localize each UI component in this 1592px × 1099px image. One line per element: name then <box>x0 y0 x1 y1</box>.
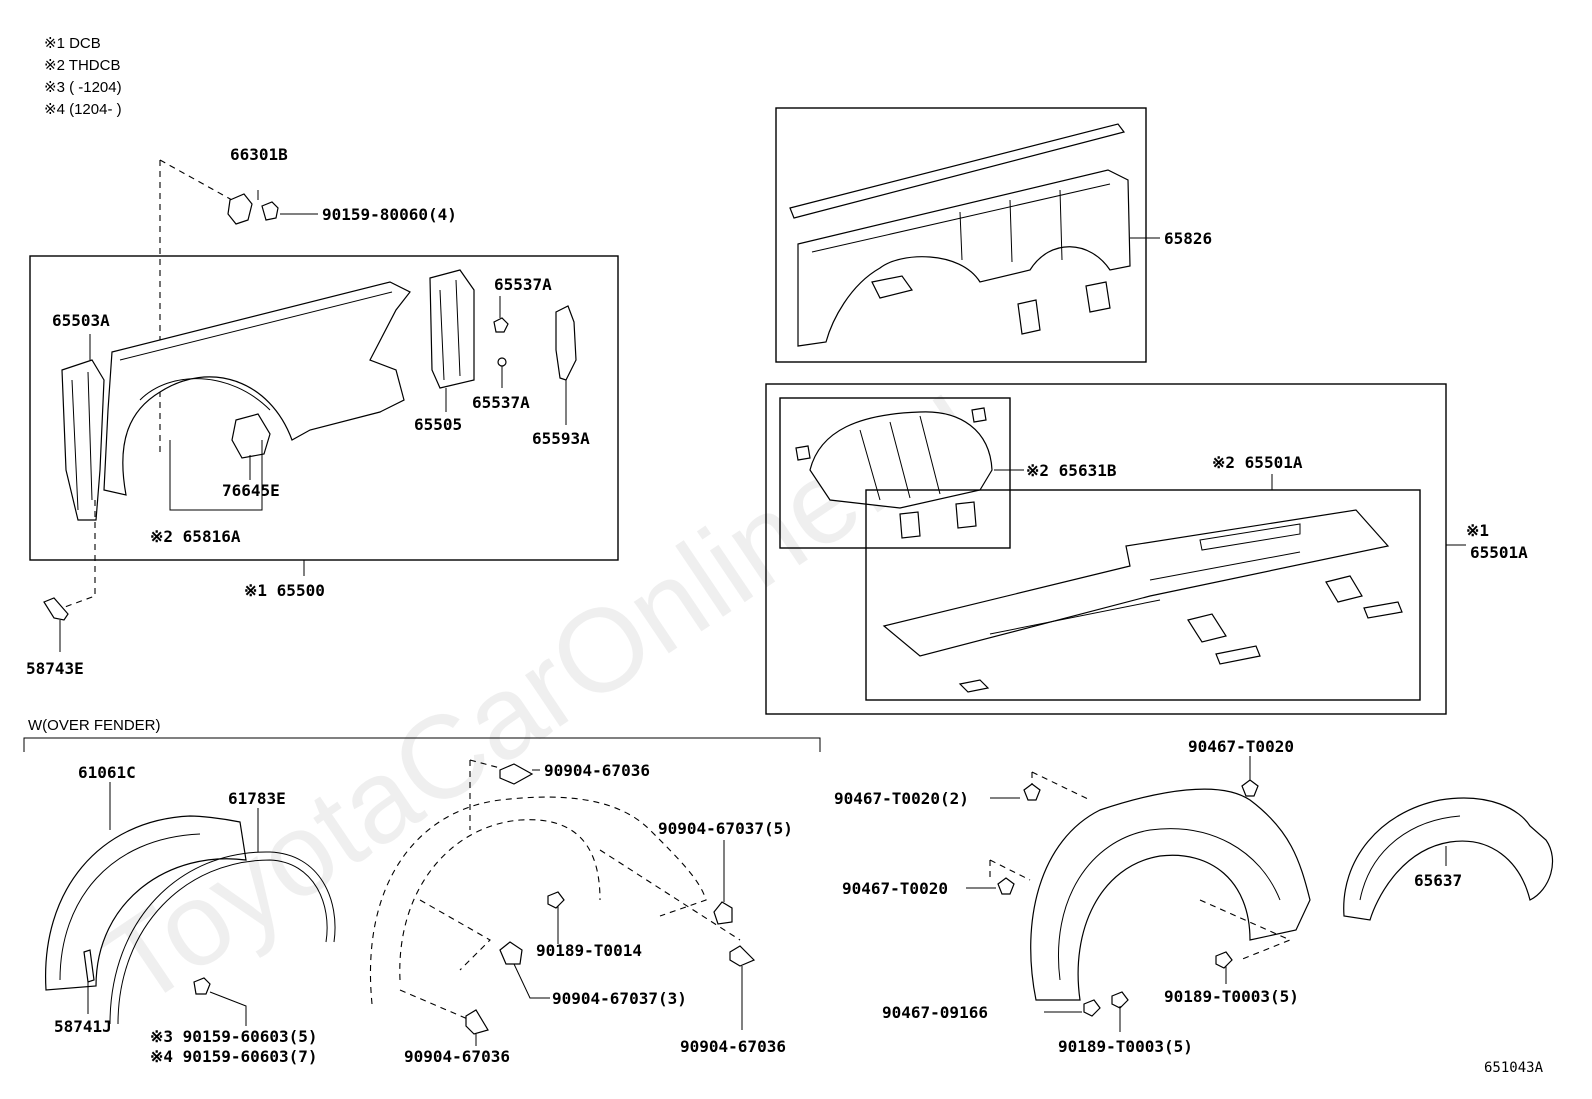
label-90189-T0003-b[interactable]: 90189-T0003(5) <box>1058 1037 1193 1056</box>
clip-90467-T0020-a[interactable] <box>1241 779 1259 797</box>
part-65826[interactable] <box>797 169 1131 347</box>
screw-90189-T0014[interactable] <box>547 891 565 909</box>
diagram-code: 651043A <box>1484 1060 1544 1076</box>
section-bracket <box>23 737 821 752</box>
part-65537A-lower[interactable] <box>497 357 507 367</box>
label-61783E[interactable]: 61783E <box>228 789 286 808</box>
group-65826: 65826 <box>775 107 1212 363</box>
part-61061C[interactable] <box>45 815 247 991</box>
label-65537A-lower[interactable]: 65537A <box>472 393 530 412</box>
label-90904-67037-5[interactable]: 90904-67037(5) <box>658 819 793 838</box>
label-90904-67036-b[interactable]: 90904-67036 <box>404 1047 510 1066</box>
part-58743E[interactable] <box>43 597 69 621</box>
label-76645E[interactable]: 76645E <box>222 481 280 500</box>
legend-notes: ※1 DCB ※2 THDCB ※3 ( -1204) ※4 (1204- ) <box>44 35 122 118</box>
part-65537A-upper[interactable] <box>493 317 509 333</box>
box-65631B <box>779 397 1011 549</box>
group-65501A: ※2 65631B ※2 65501A ※1 65501A <box>765 383 1528 715</box>
label-65816A[interactable]: ※2 65816A <box>150 527 241 546</box>
label-65501A-note[interactable]: ※1 <box>1466 521 1489 540</box>
label-90159-60603-5[interactable]: ※3 90159-60603(5) <box>150 1027 318 1046</box>
label-65505[interactable]: 65505 <box>414 415 462 434</box>
label-90467-T0020-a[interactable]: 90467-T0020 <box>1188 737 1294 756</box>
label-58743E[interactable]: 58743E <box>26 659 84 678</box>
screw-90189-T0003-b[interactable] <box>1111 991 1129 1009</box>
label-61061C[interactable]: 61061C <box>78 763 136 782</box>
part-65501A[interactable] <box>882 509 1390 657</box>
box-65500 <box>29 255 619 561</box>
clip-90904-67036-a[interactable] <box>499 763 534 785</box>
label-58741J[interactable]: 58741J <box>54 1017 112 1036</box>
label-65501A-top[interactable]: ※2 65501A <box>1212 453 1303 472</box>
label-65537A-upper[interactable]: 65537A <box>494 275 552 294</box>
label-65503A[interactable]: 65503A <box>52 311 110 330</box>
clip-90159-60603[interactable] <box>193 977 211 995</box>
group-liner: 90467-T0020(2) 90467-T0020 90467-T0020 9… <box>834 737 1554 1056</box>
clip-90467-T0020-b[interactable] <box>997 877 1015 895</box>
section-title: W(OVER FENDER) <box>28 717 161 734</box>
part-liner[interactable] <box>1030 788 1311 1001</box>
clip-90467-T0020-2[interactable] <box>1023 783 1041 801</box>
part-65505[interactable] <box>429 269 475 389</box>
note-3: ※3 ( -1204) <box>44 79 122 96</box>
label-90467-T0020-2[interactable]: 90467-T0020(2) <box>834 789 969 808</box>
clip-90904-67037-3[interactable] <box>499 941 523 965</box>
label-90904-67036-c[interactable]: 90904-67036 <box>680 1037 786 1056</box>
label-65500[interactable]: ※1 65500 <box>244 581 325 600</box>
note-4: ※4 (1204- ) <box>44 101 122 118</box>
label-65631B[interactable]: ※2 65631B <box>1026 461 1117 480</box>
part-58741J[interactable] <box>83 949 95 983</box>
box-65501A-inner <box>865 489 1421 701</box>
group-65500: 66301B 90159-80060(4) 65503A 76645E ※2 6… <box>26 145 619 678</box>
screw-90467-09166[interactable] <box>1083 999 1101 1017</box>
label-90467-T0020-b[interactable]: 90467-T0020 <box>842 879 948 898</box>
rail-65826[interactable] <box>789 123 1126 219</box>
part-65593A[interactable] <box>555 305 577 381</box>
label-65826[interactable]: 65826 <box>1164 229 1212 248</box>
label-90189-T0003-a[interactable]: 90189-T0003(5) <box>1164 987 1299 1006</box>
box-65501A-outer <box>765 383 1447 715</box>
clip-90904-67036-b[interactable] <box>465 1009 489 1035</box>
clip-90904-67036-c[interactable] <box>729 945 756 967</box>
label-66301B[interactable]: 66301B <box>230 145 288 164</box>
bracket-66301B[interactable] <box>227 193 253 225</box>
label-90159-80060[interactable]: 90159-80060(4) <box>322 205 457 224</box>
fender-dashed-outline <box>370 796 707 1005</box>
note-1: ※1 DCB <box>44 35 101 52</box>
note-2: ※2 THDCB <box>44 57 120 74</box>
label-90159-60603-7[interactable]: ※4 90159-60603(7) <box>150 1047 318 1066</box>
part-65816A-fender[interactable] <box>103 281 411 496</box>
label-65501A-side[interactable]: 65501A <box>1470 543 1528 562</box>
box-65826 <box>775 107 1147 363</box>
part-65637[interactable] <box>1343 797 1554 921</box>
label-90189-T0014[interactable]: 90189-T0014 <box>536 941 642 960</box>
clip-90904-67037-5[interactable] <box>713 901 733 925</box>
part-61783E[interactable] <box>109 851 336 1025</box>
part-65631B[interactable] <box>809 411 993 509</box>
label-90904-67037-3[interactable]: 90904-67037(3) <box>552 989 687 1008</box>
bolt-90159-80060[interactable] <box>261 201 279 221</box>
part-76645E[interactable] <box>231 413 271 459</box>
part-65503A[interactable] <box>61 359 105 521</box>
label-65593A[interactable]: 65593A <box>532 429 590 448</box>
label-90467-09166[interactable]: 90467-09166 <box>882 1003 988 1022</box>
group-over-fender: W(OVER FENDER) 61061C 61783E 58741J ※3 9… <box>23 717 821 1066</box>
label-65637[interactable]: 65637 <box>1414 871 1462 890</box>
label-90904-67036-a[interactable]: 90904-67036 <box>544 761 650 780</box>
screw-90189-T0003-a[interactable] <box>1215 951 1233 969</box>
